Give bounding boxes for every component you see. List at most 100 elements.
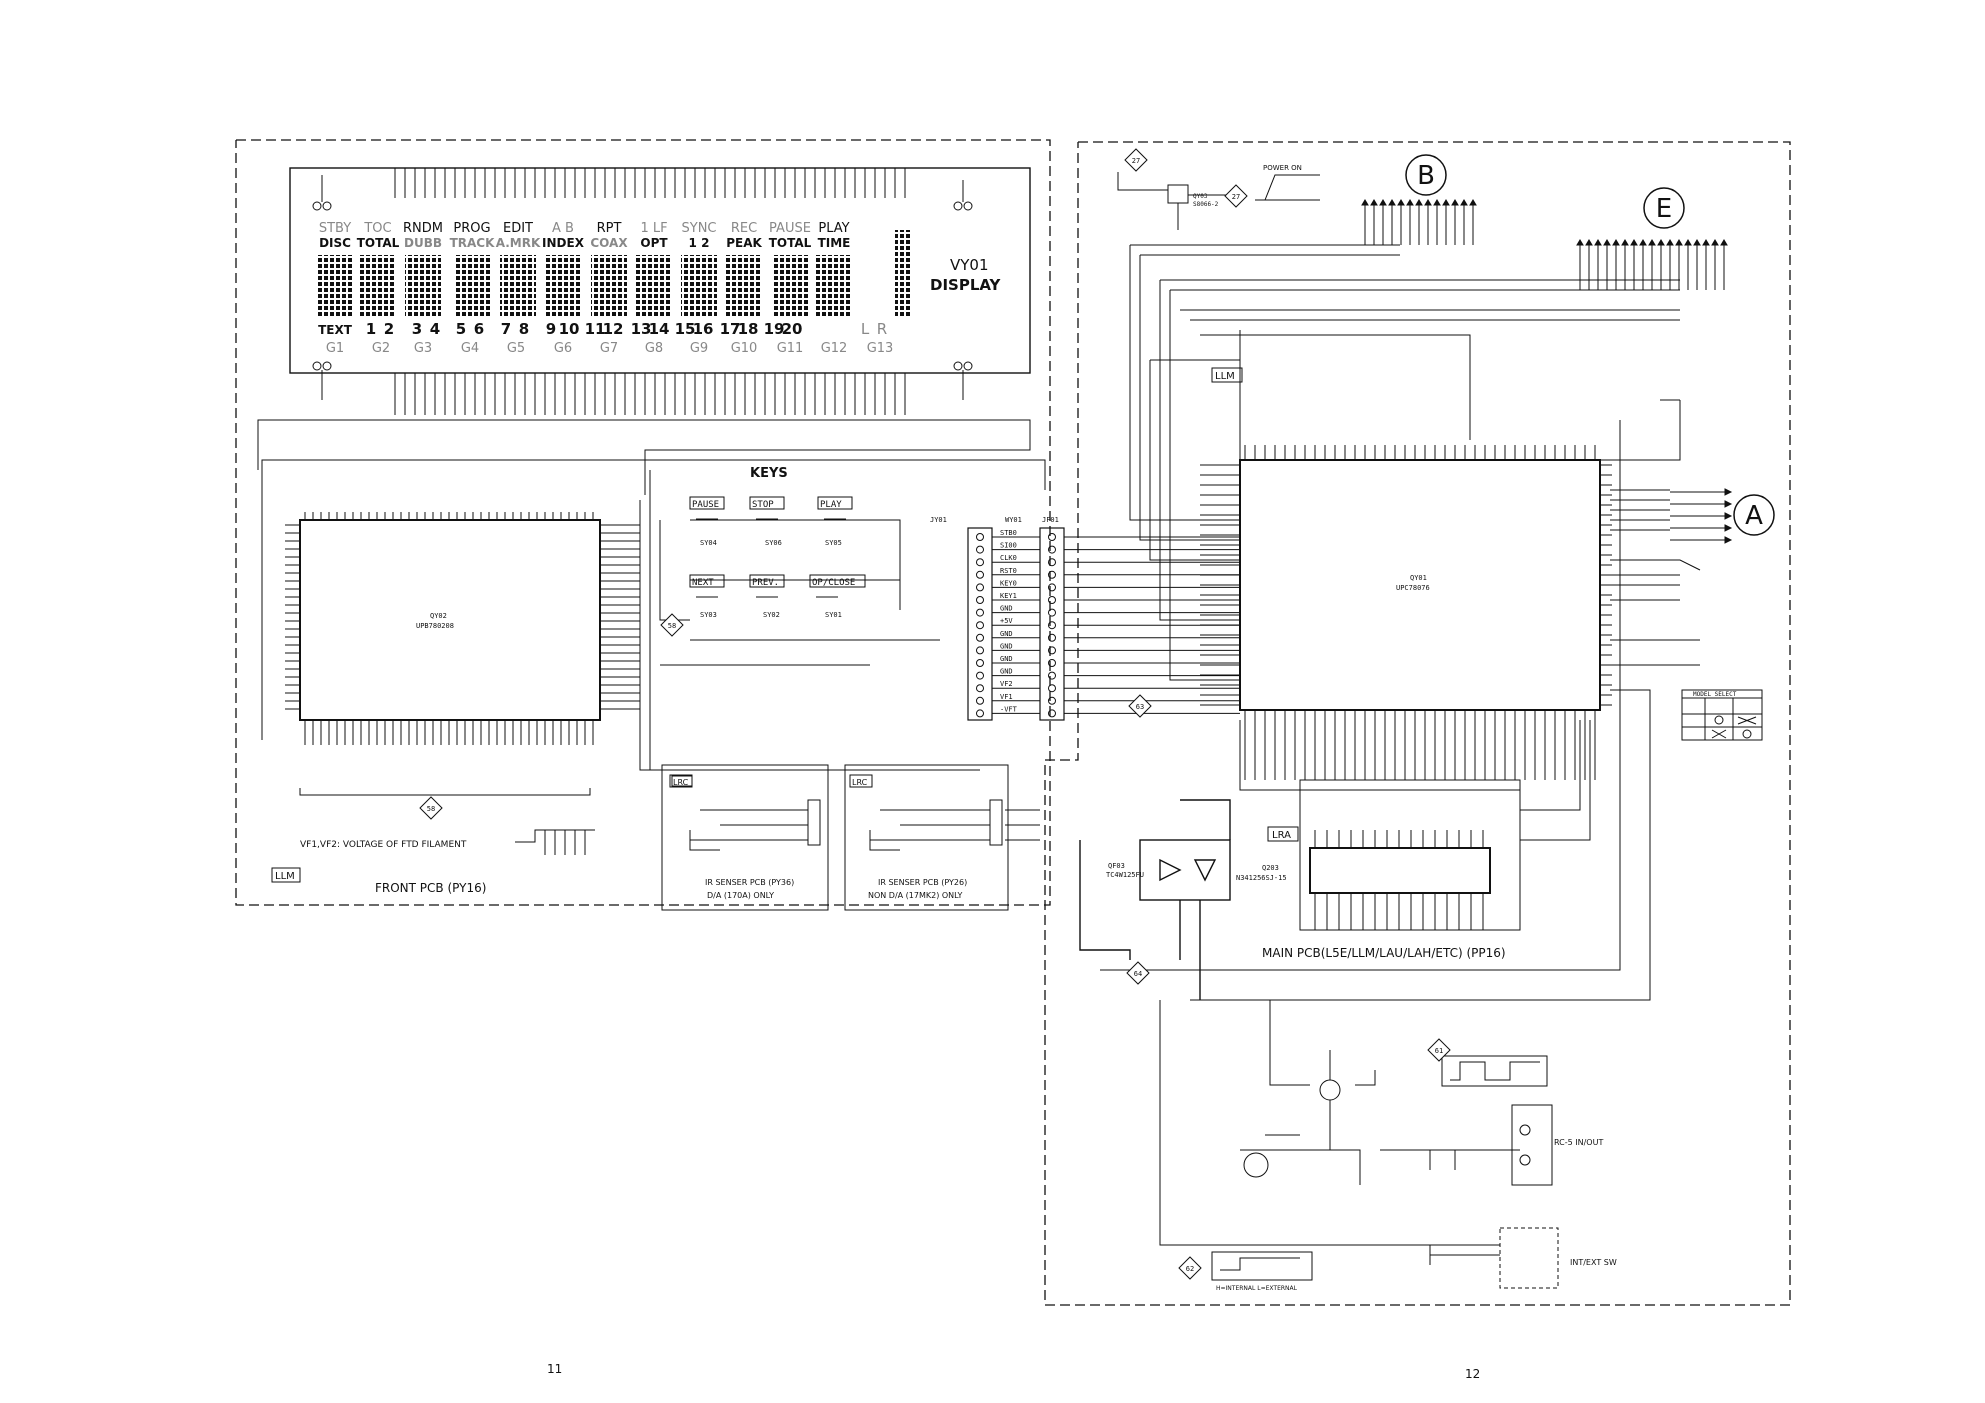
reference-marker bbox=[419, 796, 443, 820]
key-button-label: NEXT bbox=[692, 578, 714, 588]
reset-ic-part: S8066-2 bbox=[1193, 201, 1219, 208]
display-digit: 6 bbox=[474, 320, 484, 338]
marker-a-letter: A bbox=[1745, 501, 1763, 531]
connector-signal: VF2 bbox=[1000, 680, 1013, 688]
ir1-note: D/A (170A) ONLY bbox=[707, 891, 774, 900]
display-digit: TEXT bbox=[318, 323, 353, 337]
display-digit: 20 bbox=[782, 320, 803, 338]
display-bus bbox=[257, 419, 1046, 771]
int-ext-switch bbox=[1159, 1000, 1559, 1289]
display-top-label: TOTAL bbox=[357, 236, 400, 250]
ir-sensor-board-1 bbox=[661, 764, 829, 911]
main-pcb-label: MAIN PCB(L5E/LLM/LAU/LAH/ETC) (PP16) bbox=[1262, 946, 1506, 960]
segment-block bbox=[816, 255, 852, 317]
key-button-outline bbox=[749, 496, 785, 510]
connector-signal: VF1 bbox=[1000, 693, 1013, 701]
display-top-label: TOTAL bbox=[769, 236, 812, 250]
connector-signal: +5V bbox=[1000, 617, 1013, 625]
display-top-label: PROG bbox=[453, 221, 490, 236]
connector-block: STB0SI00CLK0RST0KEY0KEY1GND+5VGNDGNDGNDG… bbox=[967, 527, 1240, 721]
display-top-label: INDEX bbox=[542, 236, 585, 250]
display-top-label: 1 LF bbox=[640, 221, 667, 236]
segment-block bbox=[772, 255, 808, 317]
connector-signal: KEY0 bbox=[1000, 579, 1017, 587]
front-ic-id: QY02 bbox=[430, 612, 447, 620]
display-top-label: DUBB bbox=[404, 236, 442, 250]
lra-tag-text: LRA bbox=[1272, 830, 1291, 841]
grid-label: G2 bbox=[372, 341, 390, 356]
key-button-outline bbox=[749, 574, 785, 588]
reference-marker-number: 63 bbox=[1136, 703, 1144, 711]
connector-signal: RST0 bbox=[1000, 567, 1017, 575]
ir-buffer-ic bbox=[1079, 799, 1231, 1000]
reference-marker-number: 27 bbox=[1232, 193, 1240, 201]
display-top-label: PAUSE bbox=[769, 221, 811, 236]
switch-label: SY01 bbox=[825, 611, 842, 619]
display-top-label: TOC bbox=[363, 221, 391, 236]
ir-ic-id: QF03 bbox=[1108, 862, 1125, 870]
display-top-label: RPT bbox=[597, 221, 622, 236]
display-top-label: PLAY bbox=[818, 221, 849, 236]
display-digit: 14 bbox=[649, 320, 670, 338]
memory-ic bbox=[1309, 830, 1491, 930]
switch-label: SY04 bbox=[700, 539, 717, 547]
mem-ic-part: N341256SJ-15 bbox=[1236, 874, 1287, 882]
connector-signal: -VFT bbox=[1000, 705, 1018, 713]
display-top-label: A.MRK bbox=[496, 236, 541, 250]
display-top-label: RNDM bbox=[403, 221, 443, 236]
display-top-label: TIME bbox=[818, 236, 851, 250]
ir1-label: IR SENSER PCB (PY36) bbox=[705, 878, 794, 887]
display-digit: 8 bbox=[519, 320, 529, 338]
llm-tag-main: LLM bbox=[1211, 367, 1243, 383]
connector-signal: GND bbox=[1000, 655, 1013, 663]
display-digit: 7 bbox=[501, 320, 511, 338]
grid-label: G1 bbox=[326, 341, 344, 356]
reference-marker bbox=[1178, 1256, 1202, 1280]
page-number-right: 12 bbox=[1465, 1367, 1480, 1381]
segment-block bbox=[405, 255, 441, 317]
reference-marker-number: 58 bbox=[668, 622, 676, 630]
level-meter bbox=[895, 230, 911, 318]
segment-block bbox=[500, 255, 536, 317]
display-top-label: TRACK bbox=[450, 236, 496, 250]
connector-signal: SI00 bbox=[1000, 542, 1017, 550]
display-digit: 3 bbox=[412, 320, 422, 338]
display-digit: 13 bbox=[631, 320, 652, 338]
switch-label: SY03 bbox=[700, 611, 717, 619]
display-digit: 2 bbox=[384, 320, 394, 338]
grid-label: G3 bbox=[414, 341, 432, 356]
grid-label: G8 bbox=[645, 341, 663, 356]
main-ic bbox=[1200, 445, 1612, 780]
reference-marker bbox=[660, 613, 684, 637]
grid-label: G12 bbox=[821, 341, 848, 356]
grid-label: G13 bbox=[867, 341, 894, 356]
connector-signal: STB0 bbox=[1000, 529, 1017, 537]
memory-bus bbox=[1239, 720, 1521, 931]
segment-block bbox=[454, 255, 490, 317]
wy01-label: WY01 bbox=[1005, 516, 1022, 524]
segment-block bbox=[360, 255, 396, 317]
rc5-circuit bbox=[1200, 999, 1553, 1186]
jy01-label: JY01 bbox=[930, 516, 947, 524]
filament-note: VF1,VF2: VOLTAGE OF FTD FILAMENT bbox=[300, 840, 467, 850]
reference-marker bbox=[1128, 694, 1152, 718]
display-top-label: A B bbox=[552, 221, 574, 236]
key-button-label: OP/CLOSE bbox=[812, 578, 855, 588]
grid-label: G5 bbox=[507, 341, 525, 356]
grid-label: G9 bbox=[690, 341, 708, 356]
marker-a: A bbox=[1733, 494, 1775, 536]
page-number-left: 11 bbox=[547, 1362, 562, 1376]
grid-label: G11 bbox=[777, 341, 804, 356]
key-button-label: PAUSE bbox=[692, 500, 719, 510]
connector-signal: GND bbox=[1000, 630, 1013, 638]
grid-label: G6 bbox=[554, 341, 572, 356]
display-top-label: SYNC bbox=[682, 221, 717, 236]
reset-circuit bbox=[1117, 172, 1320, 230]
switch-label: SY02 bbox=[763, 611, 780, 619]
display-name: DISPLAY bbox=[930, 276, 1002, 294]
connector-signal: CLK0 bbox=[1000, 554, 1017, 562]
connector-signal: GND bbox=[1000, 605, 1013, 613]
front-pcb-label: FRONT PCB (PY16) bbox=[375, 881, 486, 895]
display-digit: 5 bbox=[456, 320, 466, 338]
display-digit: L bbox=[861, 320, 870, 338]
